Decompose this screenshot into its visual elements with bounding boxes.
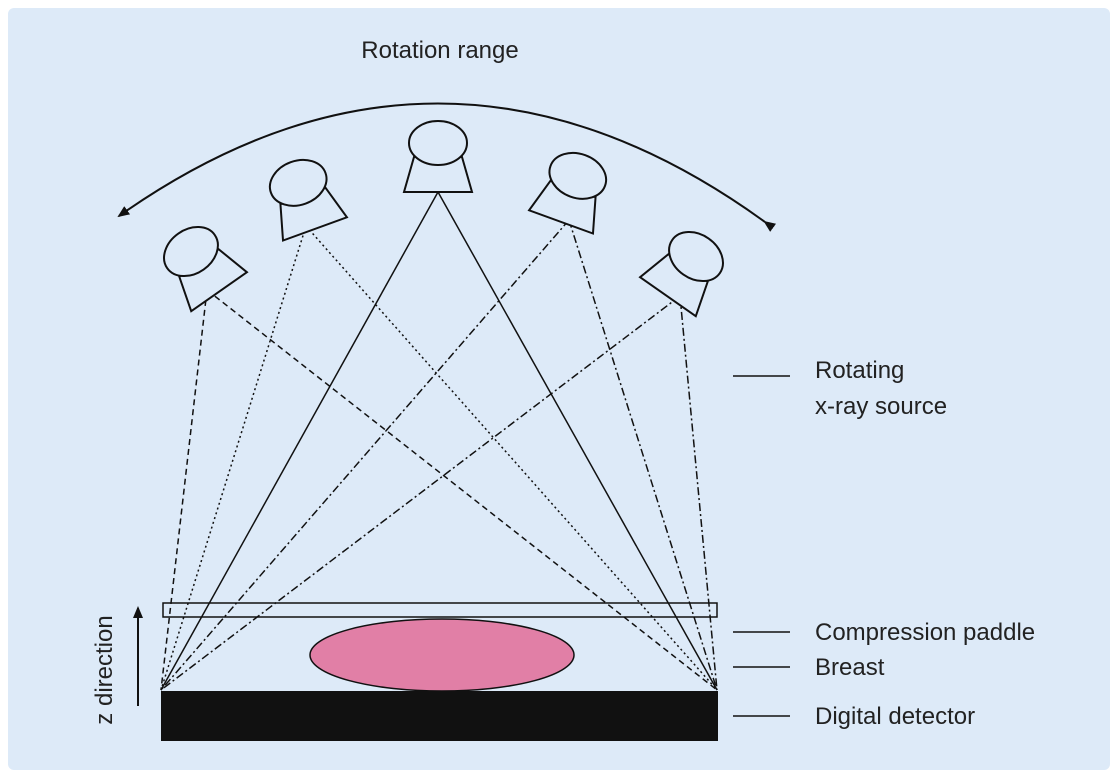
x-ray-tube-right	[527, 151, 608, 235]
beam-right-b	[568, 219, 718, 691]
beam-far-right-a	[160, 295, 681, 691]
x-ray-tube-icon	[268, 158, 349, 242]
x-ray-tube-left	[268, 158, 349, 242]
x-ray-tube-far-left	[163, 226, 249, 313]
beam-far-left-b	[206, 289, 718, 691]
rotation-range-label: Rotation range	[361, 37, 518, 64]
x-ray-tube-far-right	[638, 231, 724, 318]
x-ray-tube-icon	[527, 151, 608, 235]
breast-label: Breast	[815, 654, 885, 681]
beam-center-left	[160, 191, 439, 691]
beam-far-left-a	[160, 289, 208, 691]
x-ray-beams	[160, 191, 718, 691]
x-ray-tube-icon	[402, 120, 474, 193]
rotation-arrow-icon	[117, 102, 777, 232]
beam-left-b	[305, 225, 718, 691]
source-label-line2: x-ray source	[815, 393, 947, 420]
digital-detector-label: Digital detector	[815, 703, 975, 730]
compression-paddle	[162, 602, 718, 618]
digital-detector	[161, 691, 718, 741]
beam-center-right	[437, 191, 718, 691]
source-label-line1: Rotating	[815, 357, 904, 384]
x-ray-tube-icon	[638, 231, 724, 318]
x-ray-tube-center	[402, 120, 474, 193]
breast	[309, 618, 575, 692]
beam-left-a	[160, 225, 307, 691]
beam-far-right-b	[679, 295, 718, 691]
x-ray-tube-icon	[163, 226, 249, 313]
beam-right-a	[160, 219, 570, 691]
z-direction-label: z direction	[91, 615, 118, 724]
compression-paddle-label: Compression paddle	[815, 619, 1035, 646]
